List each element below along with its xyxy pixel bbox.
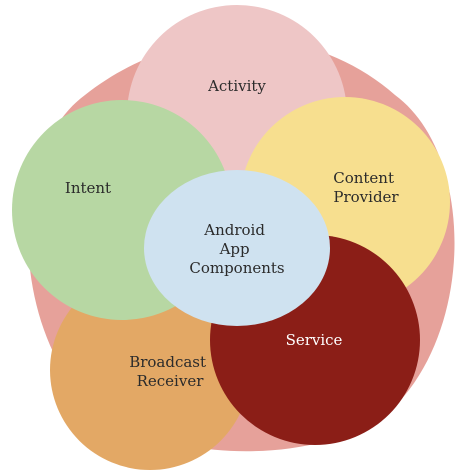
- broadcast-receiver-circle: [50, 270, 250, 470]
- intent-label: Intent: [65, 179, 111, 197]
- content-provider-label: Content Provider: [333, 169, 399, 206]
- broadcast-receiver-label-line1: Broadcast: [129, 353, 206, 371]
- center-label-line3: Components: [189, 259, 284, 277]
- activity-label: Activity: [207, 77, 266, 95]
- center-label-line2: App: [219, 240, 250, 258]
- service-label-line: Service: [286, 331, 343, 349]
- center-label-line1: Android: [203, 221, 265, 239]
- content-provider-label-line1: Content: [333, 169, 394, 187]
- service-label: Service: [286, 331, 343, 349]
- center-label: Android App Components: [189, 221, 284, 277]
- broadcast-receiver-label: Broadcast Receiver: [129, 353, 211, 390]
- activity-label-line: Activity: [207, 77, 266, 95]
- broadcast-receiver-label-line2: Receiver: [137, 372, 205, 390]
- center-circle: [144, 170, 330, 326]
- intent-label-line: Intent: [65, 179, 111, 197]
- content-provider-label-line2: Provider: [333, 188, 399, 206]
